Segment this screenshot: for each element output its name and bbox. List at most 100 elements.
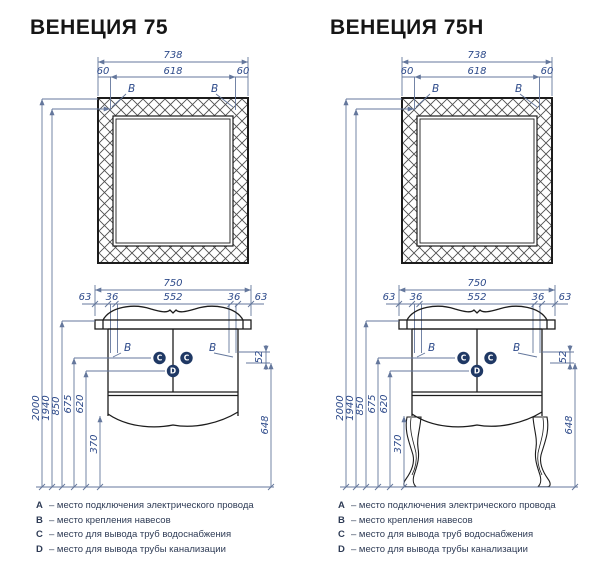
mirror-outer-frame <box>401 97 553 264</box>
mirror-bracket-label-left: B <box>432 83 439 95</box>
dim-cab-bracket-span: 552 <box>163 292 182 303</box>
dim-cab-side-left: 63 <box>383 292 396 303</box>
apron-curve <box>411 411 543 428</box>
cabriole-leg-right <box>532 416 551 488</box>
dim-bracket-right: 36 <box>228 292 241 303</box>
legend-desc-c: – место для вывода труб водоснабжения <box>49 529 232 540</box>
vanity-front-view <box>398 305 556 488</box>
dim-mirror-side-left: 60 <box>97 66 110 77</box>
right-side-dimensions: 52 648 <box>542 345 578 487</box>
legend-left: A – место подключения электрического про… <box>36 499 304 557</box>
water-outlet-letter: C <box>488 354 494 363</box>
mirror-front-view <box>97 97 249 264</box>
mirror-frame-hatch <box>98 98 248 263</box>
water-outlet-letter: C <box>184 354 190 363</box>
legend-desc-a: – место подключения электрического прово… <box>49 500 254 511</box>
dim-bracket-height: 648 <box>260 415 271 434</box>
dim-drain-height: 620 <box>379 394 390 413</box>
dim-bracket-right: 36 <box>532 292 545 303</box>
mirror-inner-frame <box>416 115 538 247</box>
legend-item-b: B – место крепления навесов <box>36 514 304 529</box>
service-points: B B C C D <box>112 342 234 378</box>
dim-mirror-bracket-span: 618 <box>163 66 182 77</box>
legend-item-d: D – место для вывода трубы канализации <box>338 543 606 558</box>
legend-key-d: D <box>36 543 43 555</box>
legend-key-c: C <box>338 529 345 540</box>
legend-key-d: D <box>338 543 345 555</box>
dim-total-height: 2000 <box>31 395 42 420</box>
dim-cab-side-left: 63 <box>79 292 92 303</box>
washbasin-profile <box>102 305 244 321</box>
cabinet-bracket-label-left: B <box>124 342 131 354</box>
dim-water-height: 675 <box>367 394 378 413</box>
cabriole-leg-left <box>403 416 422 488</box>
legend-desc-b: – место крепления навесов <box>351 514 473 526</box>
mirror-inner-frame <box>112 115 234 247</box>
dim-mirror-side-right: 60 <box>237 66 250 77</box>
mirror-dimensions: 738 60 618 60 B B <box>97 50 250 110</box>
dim-total-height: 2000 <box>335 395 346 420</box>
water-outlet-point <box>457 351 470 365</box>
legend-key-b: B <box>36 514 43 526</box>
height-dimension-chain: 2000 1940 850 675 620 370 <box>31 98 275 491</box>
height-dimension-chain: 2000 1940 850 675 620 370 <box>335 98 579 491</box>
worktop-slab <box>398 319 556 330</box>
cabinet-bracket-label-right: B <box>209 342 216 354</box>
dim-mirror-bracket-span: 618 <box>467 66 486 77</box>
dim-bracket-height: 648 <box>564 415 575 434</box>
legend-item-d: D – место для вывода трубы канализации <box>36 543 304 558</box>
legend-key-a: A <box>338 500 345 511</box>
mirror-dimensions: 738 60 618 60 B B <box>401 50 554 110</box>
mirror-glass <box>419 118 535 244</box>
legend-desc-b: – место крепления навесов <box>49 514 171 526</box>
cabinet-bracket-label-right: B <box>513 342 520 354</box>
mirror-bracket-label-right: B <box>515 83 522 95</box>
legend-desc-d: – место для вывода трубы канализации <box>49 543 226 555</box>
legend-desc-d: – место для вывода трубы канализации <box>351 543 528 555</box>
legend-key-a: A <box>36 500 43 511</box>
water-outlet-point <box>180 351 193 365</box>
dim-water-height: 675 <box>63 394 74 413</box>
dim-bottom-height: 370 <box>393 434 404 453</box>
drain-outlet-point <box>166 364 180 378</box>
diagram-veneciya-75: ВЕНЕЦИЯ 75 738 60 618 60 B B 750 <box>30 16 275 491</box>
water-outlet-letter: C <box>461 354 467 363</box>
legend-item-b: B – место крепления навесов <box>338 514 606 529</box>
dim-cab-side-right: 63 <box>255 292 268 303</box>
mirror-outer-frame <box>97 97 249 264</box>
page-title: ВЕНЕЦИЯ 75 <box>30 16 168 39</box>
dim-mirror-bracket-height: 1940 <box>345 395 356 420</box>
dim-bottom-height: 370 <box>89 434 100 453</box>
dim-bracket-drop: 52 <box>558 351 569 364</box>
dim-cabinet-width: 750 <box>467 278 486 289</box>
dim-worktop-height: 850 <box>355 396 366 415</box>
mirror-bracket-label-right: B <box>211 83 218 95</box>
mirror-front-view <box>401 97 553 264</box>
mirror-frame-hatch <box>402 98 552 263</box>
dim-mirror-bracket-height: 1940 <box>41 395 52 420</box>
legend-desc-c: – место для вывода труб водоснабжения <box>351 529 534 540</box>
service-points: B B C C D <box>416 342 538 378</box>
legend-key-b: B <box>338 514 345 526</box>
legend-item-a: A – место подключения электрического про… <box>338 499 606 514</box>
page-title: ВЕНЕЦИЯ 75Н <box>330 16 484 39</box>
drain-outlet-point <box>470 364 484 378</box>
drain-outlet-letter: D <box>474 367 480 376</box>
dim-worktop-height: 850 <box>51 396 62 415</box>
dim-cabinet-width: 750 <box>163 278 182 289</box>
dim-cab-side-right: 63 <box>559 292 572 303</box>
legend-item-c: C – место для вывода труб водоснабжения <box>36 528 304 543</box>
diagram-veneciya-75n: ВЕНЕЦИЯ 75Н 738 60 618 60 B B 750 <box>330 16 579 491</box>
washbasin-profile <box>406 305 548 321</box>
dim-bracket-left: 36 <box>106 292 119 303</box>
dim-mirror-width: 738 <box>467 50 486 61</box>
dim-cab-bracket-span: 552 <box>467 292 486 303</box>
dim-mirror-side-left: 60 <box>401 66 414 77</box>
apron-curve <box>107 411 239 428</box>
dim-mirror-side-right: 60 <box>541 66 554 77</box>
worktop-slab <box>94 319 252 330</box>
dim-drain-height: 620 <box>75 394 86 413</box>
right-side-dimensions: 52 648 <box>238 345 274 487</box>
vanity-front-view <box>94 305 252 428</box>
